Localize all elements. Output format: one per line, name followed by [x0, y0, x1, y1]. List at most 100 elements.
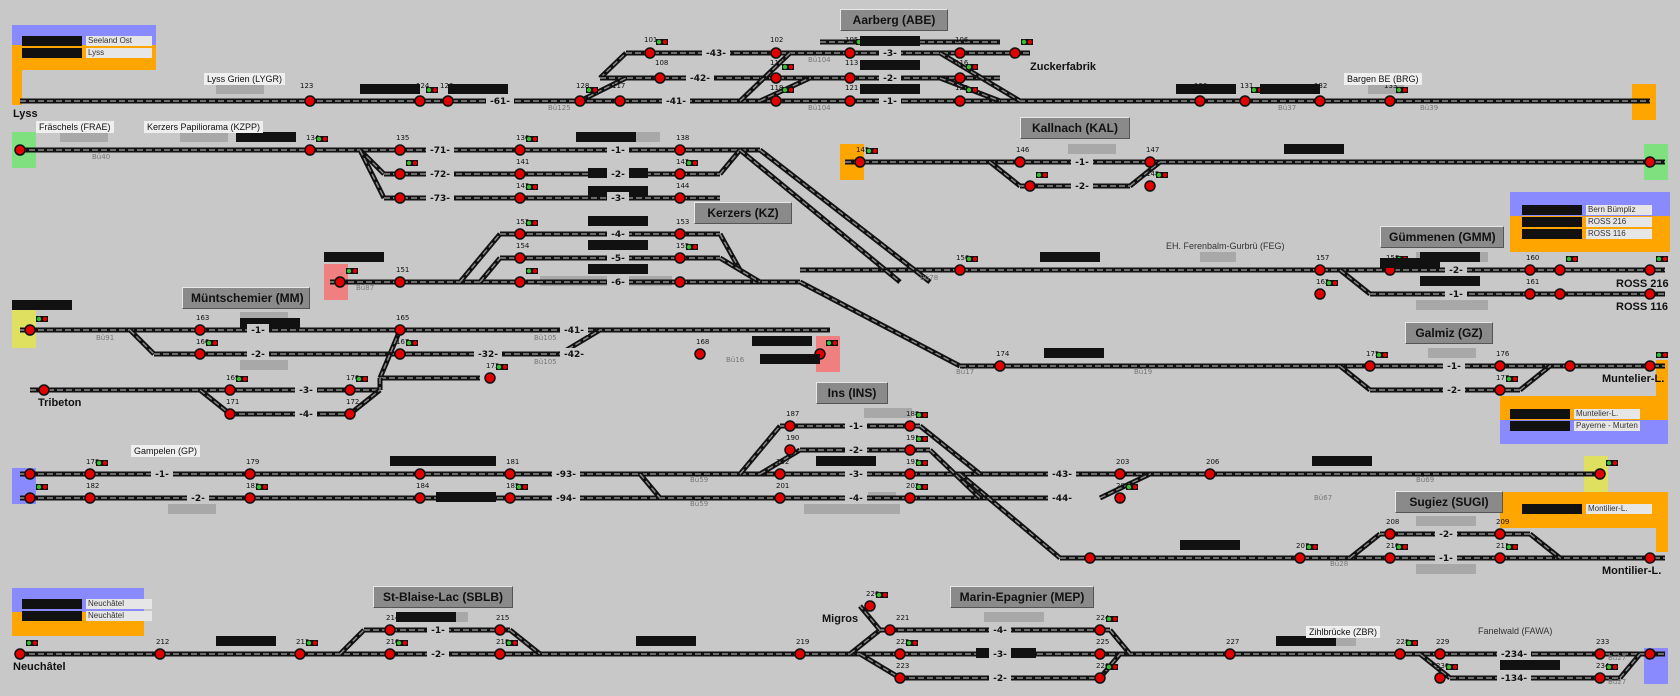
signal-177[interactable]	[24, 324, 36, 336]
signal-192[interactable]	[994, 360, 1006, 372]
signal-260[interactable]	[1594, 648, 1606, 660]
signal-168[interactable]	[1314, 264, 1326, 276]
station-stblaise[interactable]: St-Blaise-Lac (SBLB)	[373, 586, 513, 608]
signal-179[interactable]	[194, 348, 206, 360]
signal-105[interactable]	[844, 47, 856, 59]
stop-zbr[interactable]: Zihlbrücke (ZBR)	[1306, 626, 1381, 638]
signal-133[interactable]	[1314, 95, 1326, 107]
signal-208[interactable]	[244, 468, 256, 480]
signal-116[interactable]	[844, 72, 856, 84]
signal-184[interactable]	[38, 384, 50, 396]
signal-182[interactable]	[694, 348, 706, 360]
signal-174[interactable]	[1524, 288, 1536, 300]
signal-220[interactable]	[904, 444, 916, 456]
signal-173[interactable]	[1314, 288, 1326, 300]
signal-211[interactable]	[24, 492, 36, 504]
signal-102[interactable]	[770, 47, 782, 59]
signal-215[interactable]	[504, 492, 516, 504]
signal-101[interactable]	[644, 47, 656, 59]
signal-203[interactable]	[1564, 360, 1576, 372]
signal-238[interactable]	[14, 648, 26, 660]
signal-158[interactable]	[394, 276, 406, 288]
signal-134[interactable]	[1384, 95, 1396, 107]
signal-230[interactable]	[1294, 552, 1306, 564]
signal-132[interactable]	[1239, 95, 1251, 107]
signal-138[interactable]	[394, 144, 406, 156]
signal-243[interactable]	[384, 648, 396, 660]
signal-253[interactable]	[1094, 672, 1106, 684]
station-track[interactable]	[758, 148, 932, 284]
signal-245[interactable]	[494, 648, 506, 660]
station-kallnach[interactable]: Kallnach (KAL)	[1020, 117, 1130, 139]
signal-172[interactable]	[1554, 288, 1566, 300]
stop-frae[interactable]: Fräschels (FRAE)	[36, 121, 114, 133]
signal-228[interactable]	[1594, 468, 1606, 480]
signal-252[interactable]	[1094, 648, 1106, 660]
station-ins[interactable]: Ins (INS)	[816, 382, 888, 404]
signal-143[interactable]	[514, 144, 526, 156]
signal-145[interactable]	[514, 192, 526, 204]
signal-122[interactable]	[844, 95, 856, 107]
station-galmiz[interactable]: Galmiz (GZ)	[1405, 322, 1493, 344]
signal-222[interactable]	[904, 468, 916, 480]
signal-193[interactable]	[1364, 360, 1376, 372]
signal-223[interactable]	[774, 492, 786, 504]
signal-113[interactable]	[770, 72, 782, 84]
signal-236[interactable]	[1494, 552, 1506, 564]
signal-106[interactable]	[954, 47, 966, 59]
signal-170[interactable]	[1524, 264, 1536, 276]
station-gummenen[interactable]: Gümmenen (GMM)	[1380, 226, 1504, 248]
signal-112[interactable]	[654, 72, 666, 84]
signal-250[interactable]	[894, 672, 906, 684]
signal-234[interactable]	[1384, 552, 1396, 564]
signal-255[interactable]	[1394, 648, 1406, 660]
signal-153[interactable]	[1024, 180, 1036, 192]
signal-206[interactable]	[24, 468, 36, 480]
signal-201[interactable]	[1494, 360, 1506, 372]
signal-188[interactable]	[344, 384, 356, 396]
signal-118[interactable]	[614, 95, 626, 107]
signal-180[interactable]	[394, 324, 406, 336]
signal-146[interactable]	[674, 144, 686, 156]
signal-157[interactable]	[334, 276, 346, 288]
signal-128[interactable]	[442, 95, 454, 107]
signal-213[interactable]	[244, 492, 256, 504]
signal-154[interactable]	[1144, 156, 1156, 168]
signal-171[interactable]	[1554, 264, 1566, 276]
signal-161[interactable]	[514, 252, 526, 264]
station-track[interactable]	[357, 148, 387, 200]
signal-187[interactable]	[224, 408, 236, 420]
signal-126[interactable]	[414, 95, 426, 107]
stop-gp[interactable]: Gampelen (GP)	[131, 445, 201, 457]
station-aarberg[interactable]: Aarberg (ABE)	[840, 9, 948, 31]
station-sugiez[interactable]: Sugiez (SUGI)	[1395, 491, 1503, 513]
signal-163[interactable]	[674, 228, 686, 240]
signal-166[interactable]	[674, 276, 686, 288]
signal-216[interactable]	[784, 420, 796, 432]
signal-190[interactable]	[344, 408, 356, 420]
signal-123[interactable]	[954, 95, 966, 107]
signal-176[interactable]	[1644, 288, 1656, 300]
signal-202[interactable]	[1494, 384, 1506, 396]
signal-225[interactable]	[1114, 468, 1126, 480]
signal-121[interactable]	[770, 95, 782, 107]
station-track[interactable]	[377, 329, 403, 379]
signal-162[interactable]	[514, 276, 526, 288]
stop-kzpp[interactable]: Kerzers Papiliorama (KZPP)	[144, 121, 264, 133]
signal-175[interactable]	[1644, 264, 1656, 276]
signal-244[interactable]	[494, 624, 506, 636]
signal-130[interactable]	[574, 95, 586, 107]
signal-151[interactable]	[854, 156, 866, 168]
signal-117[interactable]	[954, 72, 966, 84]
signal-148[interactable]	[674, 192, 686, 204]
signal-108[interactable]	[1009, 47, 1021, 59]
signal-160[interactable]	[514, 228, 526, 240]
signal-131[interactable]	[1194, 95, 1206, 107]
stop-lygr[interactable]: Lyss Grien (LYGR)	[204, 73, 286, 85]
signal-212[interactable]	[84, 492, 96, 504]
signal-247[interactable]	[864, 600, 876, 612]
signal-141[interactable]	[394, 168, 406, 180]
signal-210[interactable]	[504, 468, 516, 480]
signal-191[interactable]	[484, 372, 496, 384]
signal-167[interactable]	[954, 264, 966, 276]
